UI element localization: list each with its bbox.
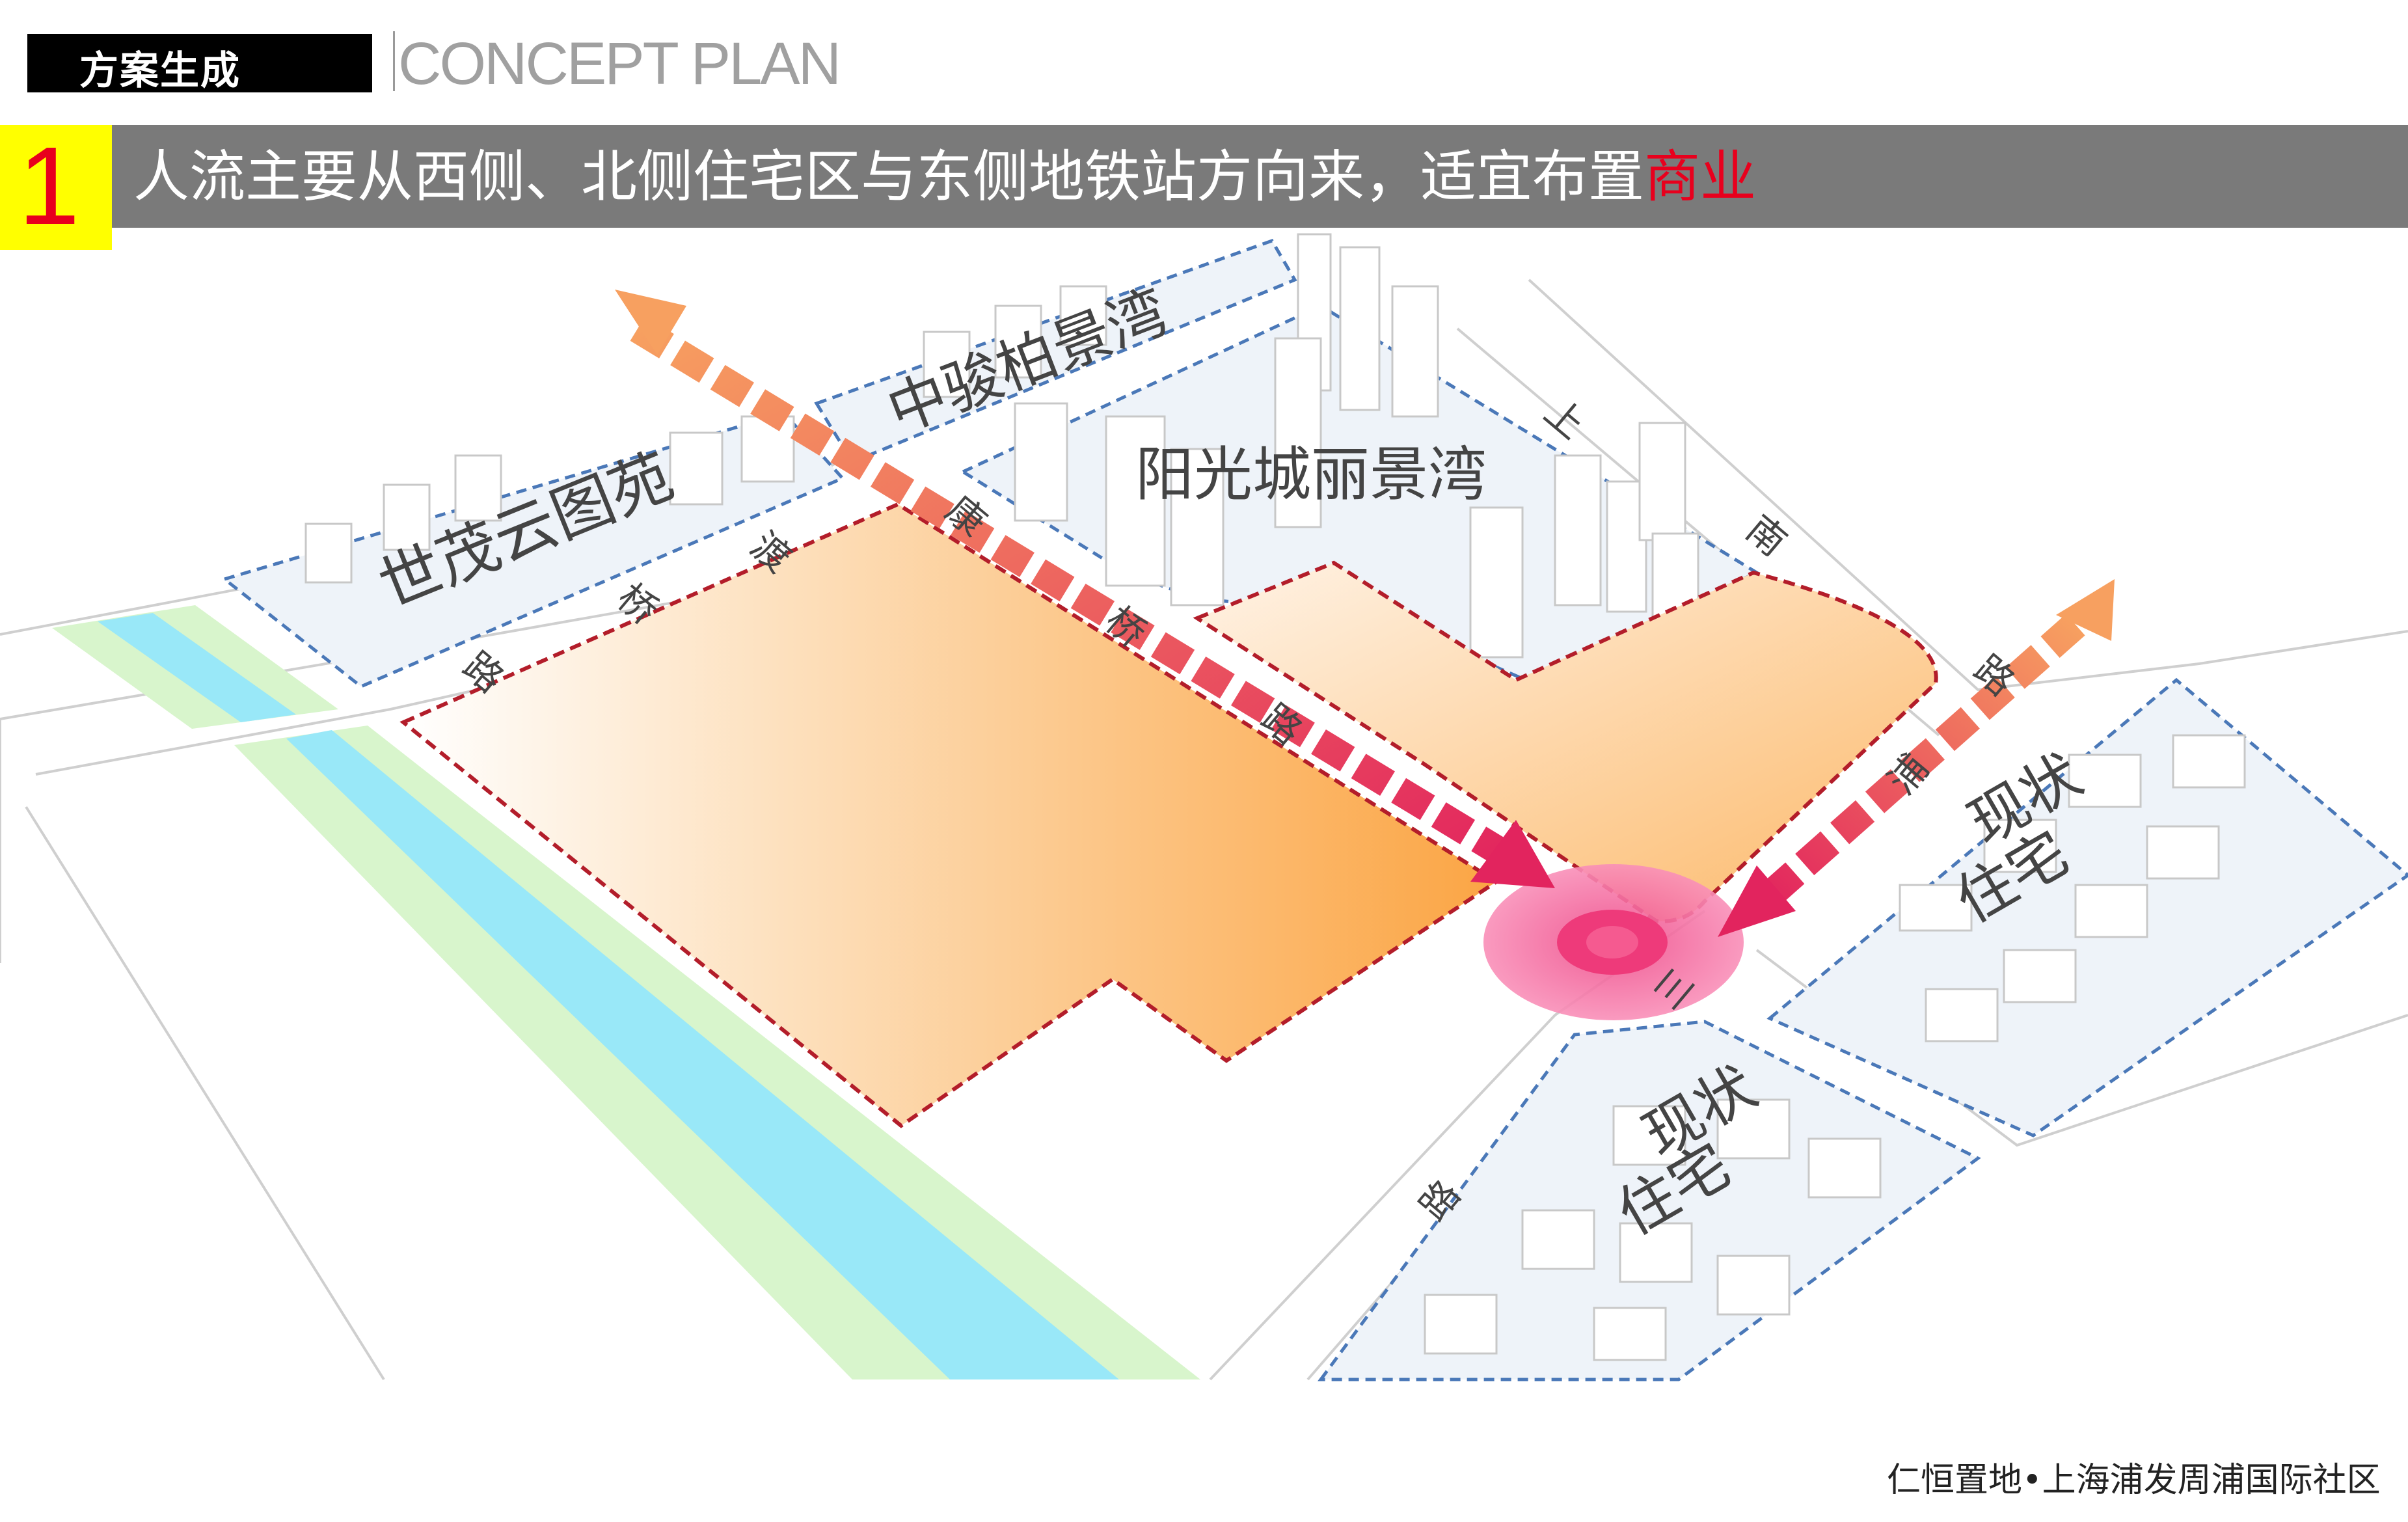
banner-highlight: 商业 [1644,144,1756,210]
river-north [98,613,296,722]
flow-arrow-east [1718,579,2115,937]
section-title: CONCEPT PLAN [398,31,841,97]
building-blocks [304,233,2246,1361]
badge-number: 1 [18,124,80,248]
flow-arrow-northwest [615,290,1555,888]
footer-project-name: 仁恒置地•上海浦发周浦国际社区 [1887,1461,2381,1500]
header-divider [393,31,395,91]
banner-bar [112,125,2408,228]
river-south [286,730,1119,1379]
label-yangguang: 阳光城丽景湾 [1135,441,1487,509]
road-shangnan-1: 上 [1536,390,1593,448]
zone-south-residential [1318,1020,1981,1381]
site-parcel-west [399,502,1500,1128]
node-inner-circle [1586,926,1638,958]
number-badge: 1 [0,124,112,250]
zone-zhongjun [814,238,1297,465]
section-label-box: 方案生成 [27,34,372,94]
section-label: 方案生成 [79,48,241,94]
banner-text: 人流主要从西侧、北侧住宅区与东侧地铁站方向来，适宜布置商业 [133,144,1756,210]
banner-main-text: 人流主要从西侧、北侧住宅区与东侧地铁站方向来，适宜布置 [133,144,1644,210]
